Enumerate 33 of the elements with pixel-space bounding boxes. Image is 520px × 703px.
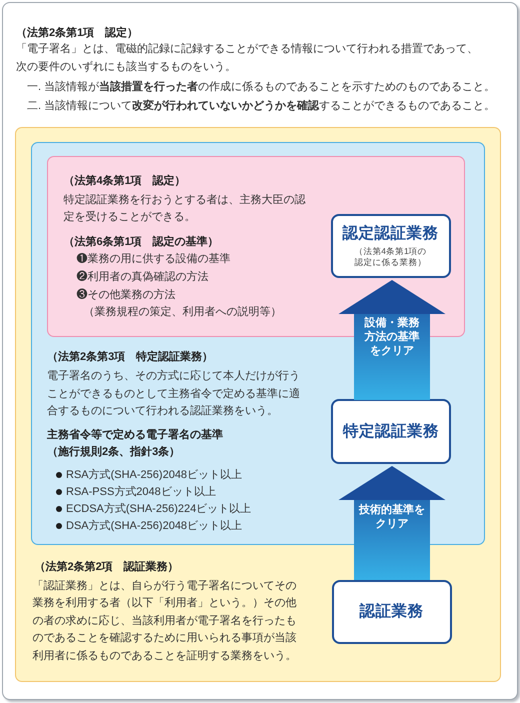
box-subtitle: （法第4条第1項の認定に係る業務） (354, 246, 428, 268)
section-heading: （法第6条第1項 認定の基準） (64, 234, 219, 250)
paragraph: 電子署名のうち、その方式に応じて本人だけが行うことができるものとして主務省令で定める基準に適合するものについて行われる認証業務をいう。 (47, 368, 301, 420)
paragraph: 「認証業務」とは、自らが行う電子署名についてその業務を利用する者（以下「利用者」という。）その他の者の求めに応じ、当該利用者が電子署名を行ったものであることを確認するために用いられる事項が当該利用者に係るものであることを証明する業務をいう。 (32, 578, 298, 664)
process-box (332, 580, 452, 644)
section-panel (15, 127, 501, 682)
paragraph: 特定認証業務を行おうとする者は、主務大臣の認定を受けることができる。 (64, 192, 306, 226)
section-panel (30, 142, 484, 544)
list-item: DSA方式(SHA-256)2048ビット以上 (66, 518, 242, 534)
list-item: RSA方式(SHA-256)2048ビット以上 (66, 468, 242, 482)
list-item: ❸その他業務の方法 (76, 288, 176, 303)
edge-label: 設備・業務方法の基準をクリア (363, 316, 420, 358)
edge-label: 技術的基準をクリア (358, 503, 426, 531)
paragraph: 「電子署名」とは、電磁的記録に記録することができる情報について行われる措置であって、次の要件のいずれにも該当するものをいう。 (16, 42, 479, 76)
section-heading: （法第2条第1項 認定） (16, 26, 138, 41)
box-title: 認定認証業務 (342, 224, 438, 244)
section-heading: （法第4条第1項 認定） (64, 174, 186, 189)
list-item: ❶業務の用に供する設備の基準 (76, 252, 230, 267)
list-item: 二. 当該情報について改変が行われていないかどうかを確認することができるものであること。 (27, 98, 496, 114)
list-item: ❷利用者の真偽確認の方法 (76, 270, 208, 285)
section-heading: （法第2条第3項 特定認証業務） (47, 350, 214, 366)
list-item: 一. 当該情報が当該措置を行った者の作成に係るものであることを示すためのものであること。 (27, 79, 496, 95)
box-title: 特定認証業務 (343, 422, 439, 442)
box-title: 認証業務 (360, 602, 424, 622)
process-box (330, 214, 450, 278)
section-heading: 主務省令等で定める電子署名の基準 (47, 428, 223, 444)
list-item: （業務規程の策定、利用者への説明等） (84, 304, 282, 320)
section-heading: （施行規則2条、指針3条） (47, 444, 180, 460)
list-item: RSA-PSS方式2048ビット以上 (66, 484, 216, 500)
block-arrow (338, 280, 446, 400)
process-box (331, 399, 451, 464)
list-item: ECDSA方式(SHA-256)224ビット以上 (66, 502, 252, 516)
section-heading: （法第2条第2項 認証業務） (34, 560, 179, 575)
